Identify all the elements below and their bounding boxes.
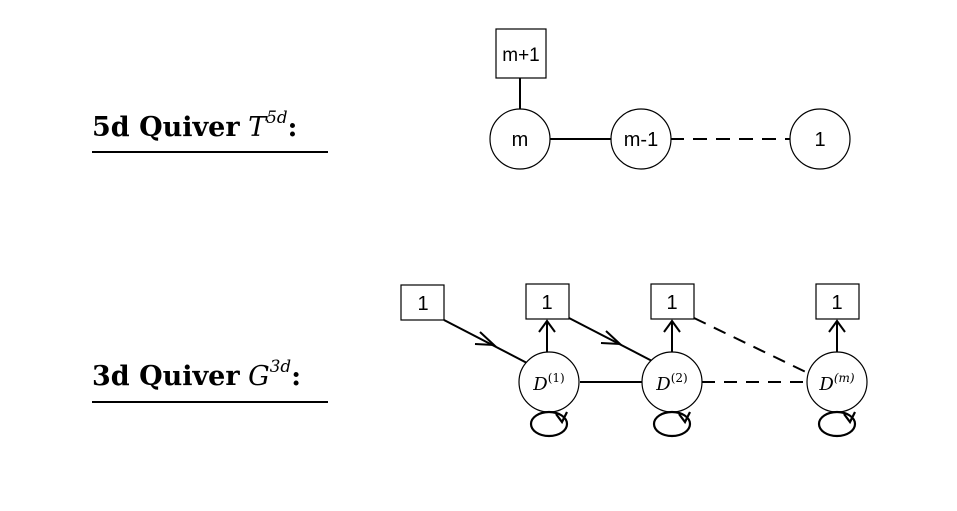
flavor-box-3-label: 1 (831, 292, 842, 314)
gauge-node-dm-label: D(m) (818, 371, 854, 395)
five-d-title-prefix: 5d Quiver (92, 112, 240, 143)
flavor-box-label: m+1 (502, 45, 540, 66)
flavor-box-2-label: 1 (666, 292, 677, 314)
five-d-title-colon: : (287, 112, 298, 143)
flavor-box-2 (650, 283, 695, 320)
three-d-quiver: 1 1 1 1 D(1) D(2) D(m) (400, 283, 868, 438)
three-d-title-underline (92, 401, 328, 403)
three-d-title-colon: : (291, 361, 302, 392)
gauge-node-1-label: 1 (814, 129, 825, 151)
flavor-box-left (400, 284, 445, 321)
five-d-quiver-title: 5d Quiver T5d: (92, 107, 298, 143)
flavor-box-3 (815, 283, 860, 320)
gauge-node-d2-label: D(2) (655, 371, 687, 395)
self-loop-dm (817, 410, 857, 438)
three-d-quiver-title: 3d Quiver G3d: (92, 356, 302, 392)
five-d-title-symbol: T5d (248, 107, 288, 143)
gauge-node-m-1-label: m-1 (624, 129, 658, 151)
arrowhead-dm-to-box3 (828, 319, 846, 333)
arrow-box1-to-d2 (568, 317, 655, 363)
five-d-title-underline (92, 151, 328, 153)
gauge-node-d1-label: D(1) (532, 371, 564, 395)
gauge-node-m-1 (610, 108, 672, 170)
flavor-box-m-plus-1 (495, 28, 547, 79)
arrow-left-box-to-d1 (443, 319, 528, 364)
edge-box2-to-dm-dashed (693, 317, 813, 376)
three-d-title-symbol: G3d (248, 356, 292, 392)
arrowhead-d1-to-box1 (538, 319, 556, 333)
arrowhead-left-box-to-d1 (474, 331, 497, 347)
arrowhead-d2-to-box2 (663, 319, 681, 333)
self-loop-d2 (652, 410, 692, 438)
gauge-node-m (489, 108, 551, 170)
gauge-node-1 (789, 108, 851, 170)
arrowhead-box1-to-d2 (600, 330, 623, 346)
gauge-node-m-label: m (512, 129, 529, 151)
flavor-box-1-label: 1 (541, 292, 552, 314)
flavor-box-1 (525, 283, 570, 320)
flavor-box-left-label: 1 (417, 293, 428, 315)
three-d-title-prefix: 3d Quiver (92, 361, 240, 392)
self-loop-d1 (529, 410, 569, 438)
five-d-quiver: m+1 m m-1 1 (489, 28, 851, 170)
